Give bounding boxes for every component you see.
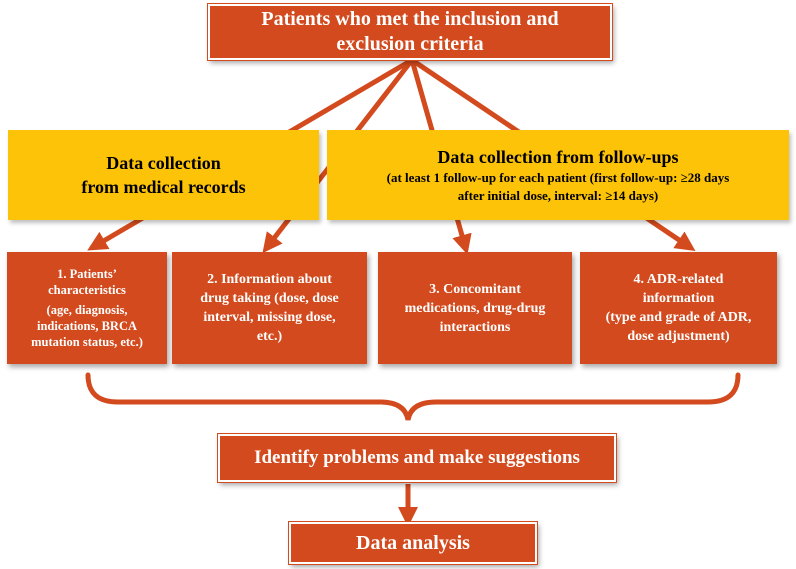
item-box-adr-information: 4. ADR-related information (type and gra… bbox=[580, 252, 777, 364]
item-box-drug-taking: 2. Information about drug taking (dose, … bbox=[172, 252, 367, 364]
item-box-concomitant-medications: 3. Concomitant medications, drug-drug in… bbox=[378, 252, 572, 364]
followups-title: Data collection from follow-ups bbox=[437, 147, 679, 167]
item-3-line: 3. Concomitant bbox=[429, 281, 521, 297]
inclusion-criteria-box: Patients who met the inclusion and exclu… bbox=[207, 3, 613, 61]
collect-bracket bbox=[85, 372, 741, 421]
item-2-line: drug taking (dose, dose bbox=[200, 291, 339, 306]
item-1-line: (age, diagnosis, bbox=[46, 303, 128, 317]
identify-problems-label: Identify problems and make suggestions bbox=[254, 447, 580, 468]
item-1-line: indications, BRCA bbox=[36, 319, 138, 333]
inclusion-criteria-line-2: exclusion criteria bbox=[336, 33, 484, 55]
item-1-line: 1. Patients’ bbox=[57, 267, 117, 281]
item-3-line: medications, drug-drug bbox=[404, 300, 546, 316]
identify-problems-box: Identify problems and make suggestions bbox=[217, 433, 617, 483]
medical-records-line-2: from medical records bbox=[81, 177, 246, 197]
item-1-line: mutation status, etc.) bbox=[31, 335, 143, 349]
followups-box: Data collection from follow-ups (at leas… bbox=[327, 130, 789, 220]
followups-detail-line-2: after initial dose, interval: ≥14 days) bbox=[457, 188, 659, 203]
medical-records-box: Data collection from medical records bbox=[8, 130, 319, 220]
data-analysis-box: Data analysis bbox=[288, 521, 538, 565]
item-4-line: 4. ADR-related bbox=[633, 272, 724, 287]
item-4-line: dose adjustment) bbox=[627, 329, 730, 344]
medical-records-line-1: Data collection bbox=[106, 153, 221, 173]
item-box-patient-characteristics: 1. Patients’ characteristics (age, diagn… bbox=[7, 252, 167, 364]
item-2-line: interval, missing dose, bbox=[203, 310, 336, 325]
data-analysis-label: Data analysis bbox=[356, 531, 470, 554]
item-3-line: interactions bbox=[439, 319, 511, 335]
item-4-line: (type and grade of ADR, bbox=[605, 310, 752, 325]
item-2-line: etc.) bbox=[256, 329, 283, 344]
item-2-line: 2. Information about bbox=[207, 272, 332, 287]
inclusion-criteria-line-1: Patients who met the inclusion and bbox=[261, 8, 559, 30]
followups-detail-line-1: (at least 1 follow-up for each patient (… bbox=[386, 170, 730, 185]
item-4-line: information bbox=[642, 291, 715, 306]
item-1-line: characteristics bbox=[48, 283, 126, 297]
